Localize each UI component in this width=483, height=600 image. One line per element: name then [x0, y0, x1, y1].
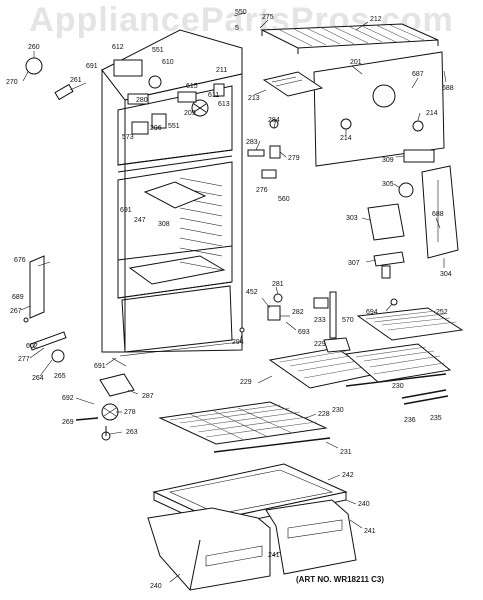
part-label: 691 — [86, 63, 98, 70]
part-label: 691 — [94, 363, 106, 370]
part-label: 212 — [370, 16, 382, 23]
part-label: 308 — [158, 221, 170, 228]
part-label: 264 — [32, 375, 44, 382]
part-label: 260 — [28, 44, 40, 51]
part-label: 282 — [292, 309, 304, 316]
part-label: 229 — [314, 341, 326, 348]
air-duct-assembly — [367, 165, 459, 279]
part-label: 287 — [142, 393, 154, 400]
part-label: 550 — [235, 9, 247, 16]
part-label: 281 — [272, 281, 284, 288]
part-label: 241 — [364, 528, 376, 535]
part-label: 278 — [124, 409, 136, 416]
part-label: 610 — [162, 59, 174, 66]
part-label: 305 — [382, 181, 394, 188]
part-label: 209 — [184, 110, 196, 117]
part-label: 214 — [340, 135, 352, 142]
part-label: 267 — [10, 308, 22, 315]
lower-shelf — [158, 401, 331, 453]
part-label: 283 — [246, 139, 258, 146]
part-label: 240 — [358, 501, 370, 508]
part-label: 294 — [232, 339, 244, 346]
part-label: 276 — [256, 187, 268, 194]
part-label: 269 — [62, 419, 74, 426]
part-label: 560 — [278, 196, 290, 203]
part-label: 694 — [366, 309, 378, 316]
part-label: 615 — [186, 83, 198, 90]
part-label: 211 — [216, 67, 227, 74]
part-label: 551 — [168, 123, 180, 130]
part-label: 611 — [208, 92, 219, 99]
part-label: 570 — [342, 317, 354, 324]
part-label: 263 — [126, 429, 138, 436]
part-label: 307 — [348, 260, 360, 267]
part-label: 303 — [346, 215, 358, 222]
cabinet — [101, 29, 243, 367]
part-label: 689 — [12, 294, 24, 301]
part-label: 240 — [150, 583, 162, 590]
crisper-drawers — [147, 499, 357, 591]
part-label: 692 — [62, 395, 74, 402]
part-label: 230 — [392, 383, 404, 390]
freezer-shelf — [260, 23, 439, 54]
part-label: 687 — [412, 71, 424, 78]
part-label: 214 — [426, 110, 438, 117]
part-label: 233 — [314, 317, 326, 324]
part-label: 279 — [288, 155, 300, 162]
art-number-caption: (ART NO. WR18211 C3) — [296, 575, 385, 584]
part-label: 235 — [430, 415, 442, 422]
part-label: 201 — [350, 59, 362, 66]
part-label: 261 — [70, 77, 82, 84]
part-label: 213 — [248, 95, 260, 102]
part-label: 265 — [54, 373, 66, 380]
part-label: 691 — [120, 207, 132, 214]
part-label: 284 — [268, 117, 280, 124]
part-label: 229 — [240, 379, 252, 386]
part-label: 231 — [340, 449, 352, 456]
hinge-parts — [23, 57, 135, 441]
part-label: 296 — [150, 125, 162, 132]
part-label: 688 — [432, 211, 444, 218]
part-label: 277 — [18, 356, 30, 363]
part-label: 275 — [262, 14, 274, 21]
part-label: 613 — [218, 101, 230, 108]
part-label: 612 — [112, 44, 124, 51]
small-parts — [239, 119, 398, 339]
part-label: 241 — [268, 552, 280, 559]
part-label: 247 — [134, 217, 146, 224]
part-label: 573 — [122, 134, 134, 141]
fresh-food-shelves — [268, 307, 464, 405]
leader-lines — [20, 12, 447, 583]
light-housing — [262, 71, 324, 97]
part-label: 452 — [246, 289, 258, 296]
part-label: 280 — [136, 97, 148, 104]
freezer-rear-panel — [313, 51, 445, 167]
part-label: 693 — [298, 329, 310, 336]
part-number-labels: 550 275 212 260 612 551 610 691 270 261 … — [6, 9, 454, 590]
part-label: 270 — [6, 79, 18, 86]
part-label: 228 — [318, 411, 330, 418]
part-label: 551 — [152, 47, 164, 54]
part-label: 230 — [332, 407, 344, 414]
part-label: 602 — [26, 343, 38, 350]
part-label: 304 — [440, 271, 452, 278]
part-label: 676 — [14, 257, 26, 264]
part-label: 236 — [404, 417, 416, 424]
part-label: 309 — [382, 157, 394, 164]
part-label: 5 — [235, 25, 239, 32]
part-label: 688 — [442, 85, 454, 92]
part-label: 242 — [342, 472, 354, 479]
part-label: 252 — [436, 309, 448, 316]
